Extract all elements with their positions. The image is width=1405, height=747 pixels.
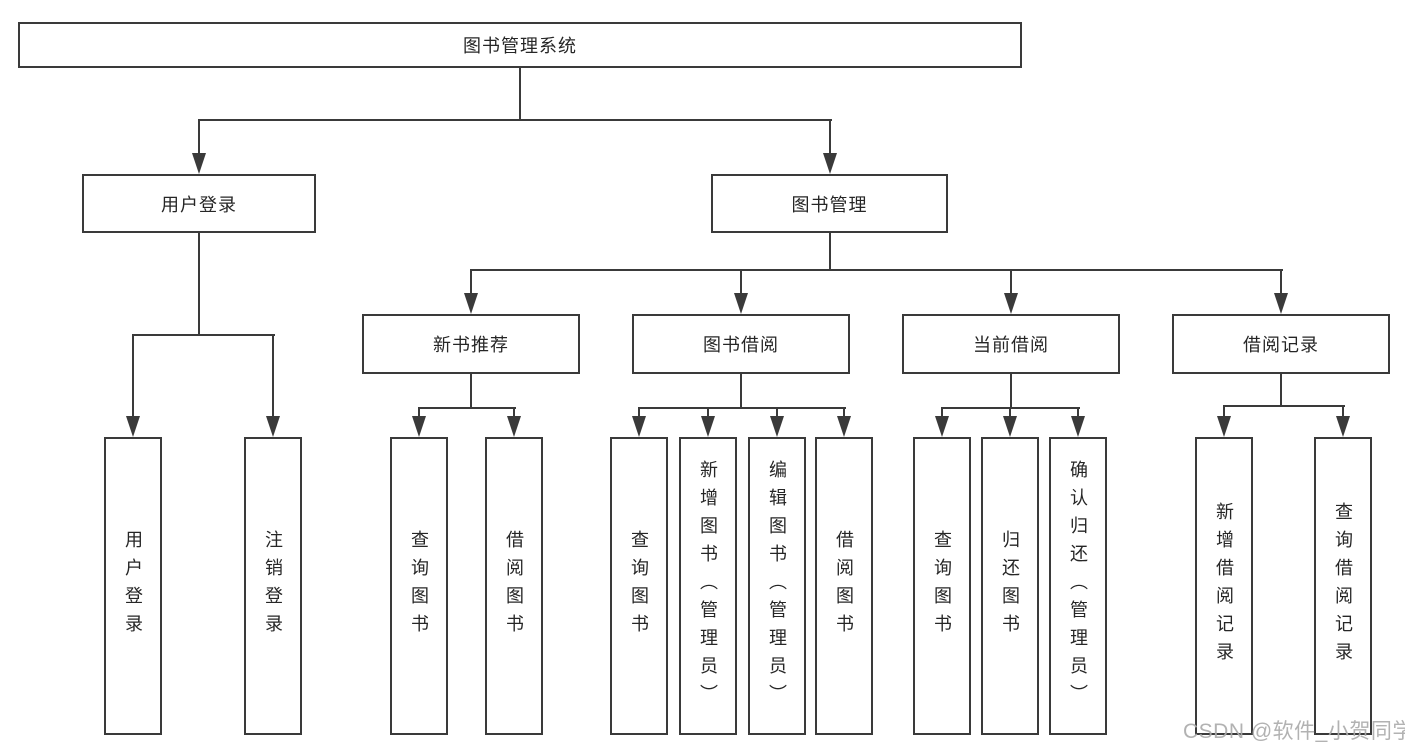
leaf-current-query-books: 查询图书 <box>913 437 971 735</box>
connector-vertical <box>418 407 420 418</box>
leaf-label: 查询借阅记录 <box>1333 502 1353 670</box>
connector-vertical <box>1280 374 1282 407</box>
csdn-watermark: CSDN @软件_小贺同学 <box>1183 720 1405 743</box>
leaf-borrowing-add-books-admin: 新增图书（管理员） <box>679 437 737 735</box>
arrowhead-down <box>266 416 280 437</box>
arrowhead-down <box>1274 293 1288 314</box>
leaf-label: 新增借阅记录 <box>1214 502 1234 670</box>
leaf-label: 借阅图书 <box>504 530 524 642</box>
connector-horizontal <box>1223 405 1345 407</box>
leaf-label: 借阅图书 <box>834 530 854 642</box>
arrowhead-down <box>507 416 521 437</box>
connector-vertical <box>707 407 709 418</box>
arrowhead-down <box>837 416 851 437</box>
connector-vertical <box>829 233 831 271</box>
connector-vertical <box>1010 269 1012 295</box>
connector-vertical <box>1077 407 1079 418</box>
connector-vertical <box>198 233 200 336</box>
node-new-book-recommendation: 新书推荐 <box>362 314 580 374</box>
connector-vertical <box>1280 269 1282 295</box>
connector-horizontal <box>132 334 275 336</box>
node-book-borrowing: 图书借阅 <box>632 314 850 374</box>
arrowhead-down <box>701 416 715 437</box>
arrowhead-down <box>1071 416 1085 437</box>
arrowhead-down <box>632 416 646 437</box>
arrowhead-down <box>1004 293 1018 314</box>
connector-vertical <box>470 269 472 295</box>
leaf-label: 新增图书（管理员） <box>698 460 718 712</box>
node-book-management: 图书管理 <box>711 174 948 233</box>
leaf-borrowing-edit-books-admin: 编辑图书（管理员） <box>748 437 806 735</box>
leaf-records-add-record: 新增借阅记录 <box>1195 437 1253 735</box>
leaf-records-query-record: 查询借阅记录 <box>1314 437 1372 735</box>
leaf-recommend-query-books: 查询图书 <box>390 437 448 735</box>
arrowhead-down <box>935 416 949 437</box>
connector-vertical <box>740 374 742 409</box>
leaf-current-confirm-return-admin: 确认归还（管理员） <box>1049 437 1107 735</box>
connector-vertical <box>1342 405 1344 418</box>
arrowhead-down <box>464 293 478 314</box>
leaf-label: 注销登录 <box>263 530 283 642</box>
arrowhead-down <box>126 416 140 437</box>
leaf-label: 归还图书 <box>1000 530 1020 642</box>
connector-horizontal <box>470 269 1283 271</box>
leaf-label: 确认归还（管理员） <box>1068 460 1088 712</box>
leaf-logout: 注销登录 <box>244 437 302 735</box>
node-user-login: 用户登录 <box>82 174 316 233</box>
leaf-user-login: 用户登录 <box>104 437 162 735</box>
arrowhead-down <box>823 153 837 174</box>
node-borrowing-records: 借阅记录 <box>1172 314 1390 374</box>
leaf-recommend-borrow-books: 借阅图书 <box>485 437 543 735</box>
leaf-label: 查询图书 <box>629 530 649 642</box>
connector-vertical <box>776 407 778 418</box>
node-current-borrowing: 当前借阅 <box>902 314 1120 374</box>
arrowhead-down <box>1003 416 1017 437</box>
connector-horizontal <box>638 407 846 409</box>
connector-vertical <box>941 407 943 418</box>
connector-vertical <box>198 119 200 155</box>
connector-vertical <box>513 407 515 418</box>
connector-horizontal <box>418 407 516 409</box>
connector-vertical <box>1223 405 1225 418</box>
connector-vertical <box>470 374 472 409</box>
arrowhead-down <box>770 416 784 437</box>
connector-vertical <box>1010 374 1012 409</box>
arrowhead-down <box>412 416 426 437</box>
arrowhead-down <box>1217 416 1231 437</box>
connector-vertical <box>843 407 845 418</box>
leaf-label: 查询图书 <box>932 530 952 642</box>
arrowhead-down <box>1336 416 1350 437</box>
leaf-borrowing-query-books: 查询图书 <box>610 437 668 735</box>
leaf-borrowing-borrow-books: 借阅图书 <box>815 437 873 735</box>
connector-vertical <box>1009 407 1011 418</box>
connector-vertical <box>829 119 831 155</box>
connector-vertical <box>132 334 134 418</box>
leaf-label: 查询图书 <box>409 530 429 642</box>
connector-horizontal <box>198 119 832 121</box>
leaf-label: 用户登录 <box>123 530 143 642</box>
connector-vertical <box>638 407 640 418</box>
connector-vertical <box>740 269 742 295</box>
leaf-current-return-books: 归还图书 <box>981 437 1039 735</box>
arrowhead-down <box>192 153 206 174</box>
connector-vertical <box>519 68 521 120</box>
node-library-management-system: 图书管理系统 <box>18 22 1022 68</box>
arrowhead-down <box>734 293 748 314</box>
leaf-label: 编辑图书（管理员） <box>767 460 787 712</box>
connector-vertical <box>272 334 274 418</box>
